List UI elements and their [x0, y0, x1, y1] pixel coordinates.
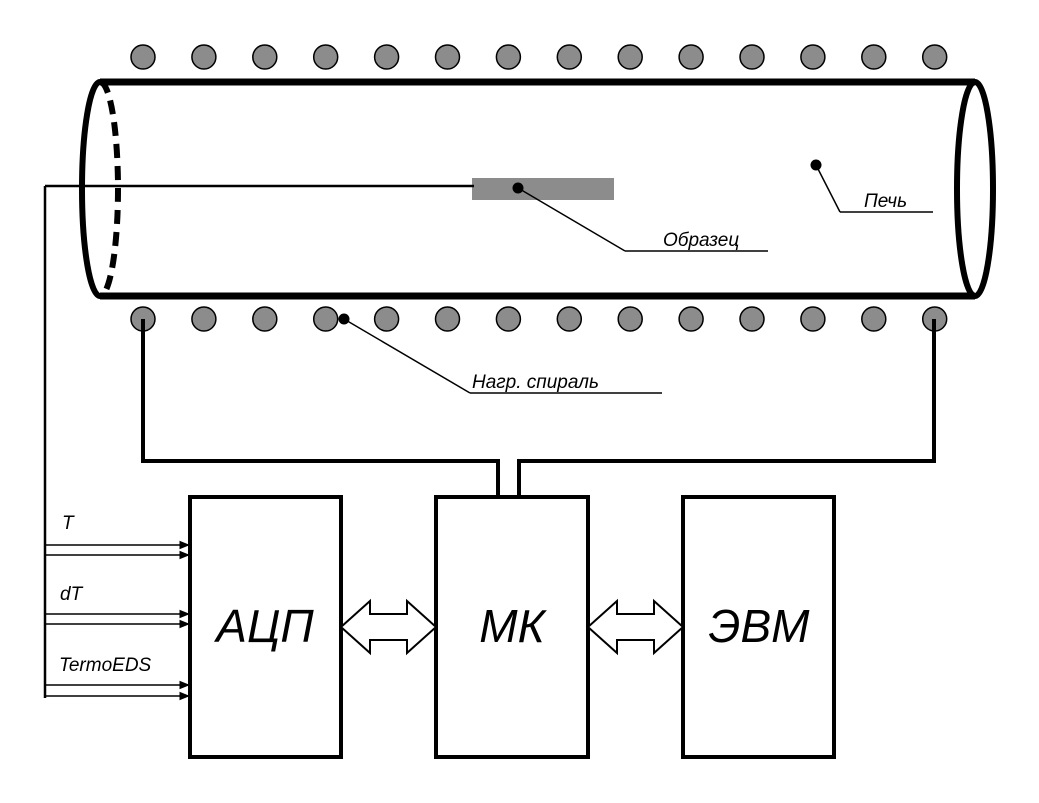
tube-left-end-back	[99, 79, 121, 299]
adc-block: АЦП	[188, 495, 343, 759]
sample-callout-line	[517, 187, 626, 252]
sample-rod	[472, 178, 614, 200]
coil-dot-top	[191, 44, 217, 70]
adc-label: АЦП	[213, 600, 314, 652]
coil-dot-bottom	[739, 306, 765, 332]
coil-dot-top	[130, 44, 156, 70]
furnace-callout-line	[815, 164, 841, 213]
heating-coil-top-row	[130, 44, 948, 70]
input-dt-label: dT	[60, 584, 84, 605]
computer-block: ЭВМ	[681, 495, 836, 759]
furnace-callout: Печь	[810, 159, 933, 213]
coil-dot-top	[800, 44, 826, 70]
mk-box	[434, 495, 590, 759]
coil-dot-bottom	[556, 306, 583, 332]
coil-dot-top	[556, 44, 583, 70]
mk-computer-bidirectional-arrow	[586, 598, 685, 656]
coil-dot-bottom	[191, 306, 217, 332]
computer-label: ЭВМ	[709, 600, 811, 652]
input-t-label: T	[62, 513, 75, 534]
coil-power-wire-right	[517, 319, 936, 497]
coil-dot-top	[678, 44, 704, 70]
tube-left-end-front	[79, 79, 101, 299]
coil-dot-bottom	[495, 306, 522, 332]
input-lines: T dT TermoEDS	[45, 513, 190, 701]
coil-dot-bottom	[312, 306, 339, 332]
coil-dot-top	[617, 44, 643, 70]
coil-dot-bottom	[434, 306, 461, 332]
coil-power-wire-left	[141, 319, 500, 497]
coil-dot-bottom	[861, 306, 887, 332]
heating-coil-label: Нагр. спираль	[472, 372, 599, 393]
coil-dot-bottom	[617, 306, 643, 332]
sample-callout: Образец	[512, 182, 768, 252]
adc-mk-bidirectional-arrow	[339, 598, 438, 656]
tube-right-end	[954, 79, 996, 299]
adc-box	[188, 495, 343, 759]
input-thermo-eds-label: TermoEDS	[59, 655, 152, 676]
mk-block: МК	[434, 495, 590, 759]
coil-dot-top	[739, 44, 765, 70]
furnace-tube	[79, 78, 996, 300]
coil-dot-top	[921, 44, 948, 70]
sample-label: Образец	[663, 230, 739, 251]
coil-dot-top	[252, 44, 278, 70]
coil-dot-bottom	[678, 306, 704, 332]
coil-dot-bottom	[373, 306, 400, 332]
computer-box	[681, 495, 836, 759]
furnace-label: Печь	[864, 191, 907, 212]
mk-label: МК	[479, 600, 547, 652]
heating-coil-bottom-row	[130, 306, 948, 332]
coil-dot-top	[312, 44, 339, 70]
heating-coil-callout: Нагр. спираль	[338, 313, 662, 394]
heating-coil-callout-line	[343, 318, 471, 394]
coil-dot-top	[495, 44, 522, 70]
coil-dot-bottom	[252, 306, 278, 332]
coil-dot-top	[861, 44, 887, 70]
coil-dot-top	[373, 44, 400, 70]
coil-dot-bottom	[800, 306, 826, 332]
coil-dot-top	[434, 44, 461, 70]
